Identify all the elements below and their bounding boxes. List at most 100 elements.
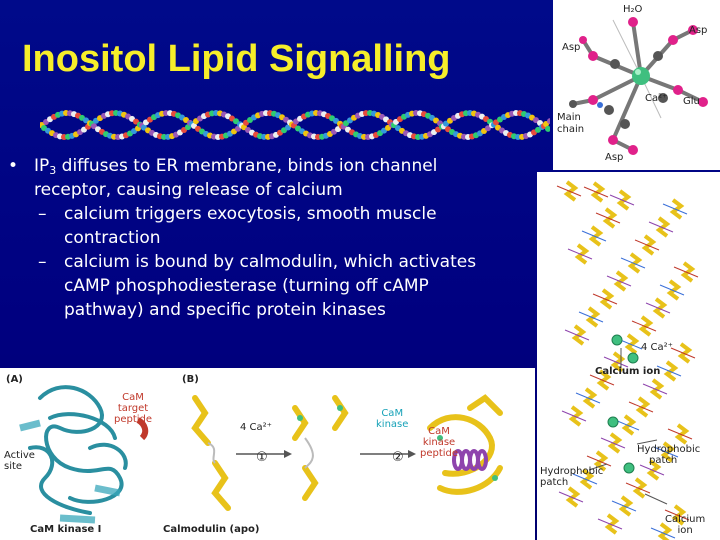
ribbon-sidechain [628,401,654,413]
ribbon-sidechain [673,266,699,278]
label-asp-left: Asp [562,42,581,53]
ribbon-helix [663,360,679,382]
ribbon-helix [652,297,668,319]
sub-bullet-1-line-2: contraction [64,228,161,248]
ribbon-helix [677,342,693,364]
ribbon-helix [604,513,620,535]
sub-bullet: – calcium triggers exocytosis, smooth mu… [8,202,528,250]
ribbon-sidechain [603,356,629,368]
ribbon-sidechain [656,365,682,377]
ribbon-sidechain [556,185,582,197]
label-asp-bottom: Asp [605,152,624,163]
bullet-line1-text: diffuses to ER membrane, binds ion chann… [56,156,438,176]
ribbon-sidechain [620,257,646,269]
ribbon-sidechain [650,527,676,539]
label-panel-a: (A) [6,374,23,385]
ribbon-sidechain [583,186,609,198]
label-hydrophobic-patch-right: Hydrophobic patch [637,444,700,466]
ribbon-sidechain [648,221,674,233]
dna-atom [545,125,550,132]
ribbon-sidechain [653,446,679,458]
calcium-site-molecule-image [569,17,708,155]
ribbon-helix [607,432,623,454]
ribbon-helix [599,288,615,310]
ribbon-sidechain [639,464,665,476]
ribbon-sidechain [606,275,632,287]
label-cam-kinase-peptide-line2: kinase [422,437,456,448]
ribbon-sidechain [662,203,688,215]
ribbon-helix [593,450,609,472]
bullet-dot: • [8,156,19,176]
sub-bullet-2-line-2: cAMP phosphodiesterase (turning off cAMP [64,276,429,296]
ribbon-helix [641,234,657,256]
ribbon-helix [671,504,687,526]
bullet-main: • IP3 diffuses to ER membrane, binds ion… [8,154,528,202]
label-step-1: ① [256,450,268,465]
label-calcium-ion-bottom: Calcium ion [665,514,705,536]
ribbon-sidechain [581,230,607,242]
ribbon-helix [627,252,643,274]
label-chain: chain [557,124,585,135]
ribbon-helix [624,333,640,355]
sub-bullet-dash: – [38,252,47,272]
ribbon-helix [660,441,676,463]
label-asp-right: Asp [689,25,708,36]
ribbon-sidechain [572,473,598,485]
label-calmodulin-apo: Calmodulin (apo) [163,524,260,535]
label-cam-target-line2: target [117,403,149,414]
ribbon-sidechain [558,491,584,503]
slide-title: Inositol Lipid Signalling [22,38,451,80]
ribbon-helix [568,405,584,427]
ribbon-helix [565,486,581,508]
ribbon-sidechain [631,320,657,332]
ribbon-sidechain [589,374,615,386]
dna-helix-image [40,110,550,140]
ribbon-helix [596,369,612,391]
ribbon-helix [635,396,651,418]
calmodulin-complex-figure: 4 Ca²⁺ Calcium ion Hydrophobic patch Hyd… [537,172,720,540]
label-hydrophobic-left-line2: patch [540,477,569,488]
bullet-list: • IP3 diffuses to ER membrane, binds ion… [8,154,528,322]
label-hydrophobic-patch-left: Hydrophobic patch [540,466,603,488]
label-active-site: Active site [4,450,35,472]
ribbon-sidechain [592,293,618,305]
ribbon-helix [613,270,629,292]
sub-bullet-1-line-1: calcium triggers exocytosis, smooth musc… [64,204,437,224]
label-panel-b: (B) [182,374,199,385]
label-hydrophobic-right-line1: Hydrophobic [637,444,701,455]
ribbon-sidechain [634,239,660,251]
label-h2o: H₂O [623,4,643,15]
bullet-line2-text: receptor, causing release of calcium [34,180,343,200]
label-active-site-line2: site [4,461,23,472]
label-ca2plus: Ca²⁺ [645,93,668,104]
label-calcium-ion: Calcium ion [595,366,661,377]
label-cam-target-peptide: CaM target peptide [114,392,152,425]
label-cam-kinase-peptide: CaM kinase peptide [420,426,458,459]
sub-bullet-dash: – [38,204,47,224]
ribbon-helix [588,225,604,247]
ribbon-helix [646,459,662,481]
ribbon-sidechain [595,212,621,224]
ribbon-sidechain [578,311,604,323]
cam-kinase-ribbon-image [19,385,503,524]
label-cam-kinase: CaM kinase [376,408,408,430]
label-calcium-ion-bottom-line2: ion [677,525,693,536]
ribbon-sidechain [609,194,635,206]
ribbon-helix [582,387,598,409]
label-step-2: ② [392,450,404,465]
label-cam-kinase-peptide-line3: peptide [420,448,459,459]
ribbon-helix [585,306,601,328]
ribbon-sidechain [667,428,693,440]
ribbon-helix [649,378,665,400]
ribbon-helix [590,181,606,203]
label-glu: Glu [683,96,700,107]
ribbon-sidechain [614,419,640,431]
label-main: Main [557,112,581,123]
ribbon-sidechain [564,329,590,341]
ribbon-sidechain [659,284,685,296]
ribbon-helix [602,207,618,229]
sub-bullet-2-line-1: calcium is bound by calmodulin, which ac… [64,252,477,272]
calmodulin-ribbon-image [556,180,699,540]
label-hydrophobic-right-line2: patch [649,455,678,466]
